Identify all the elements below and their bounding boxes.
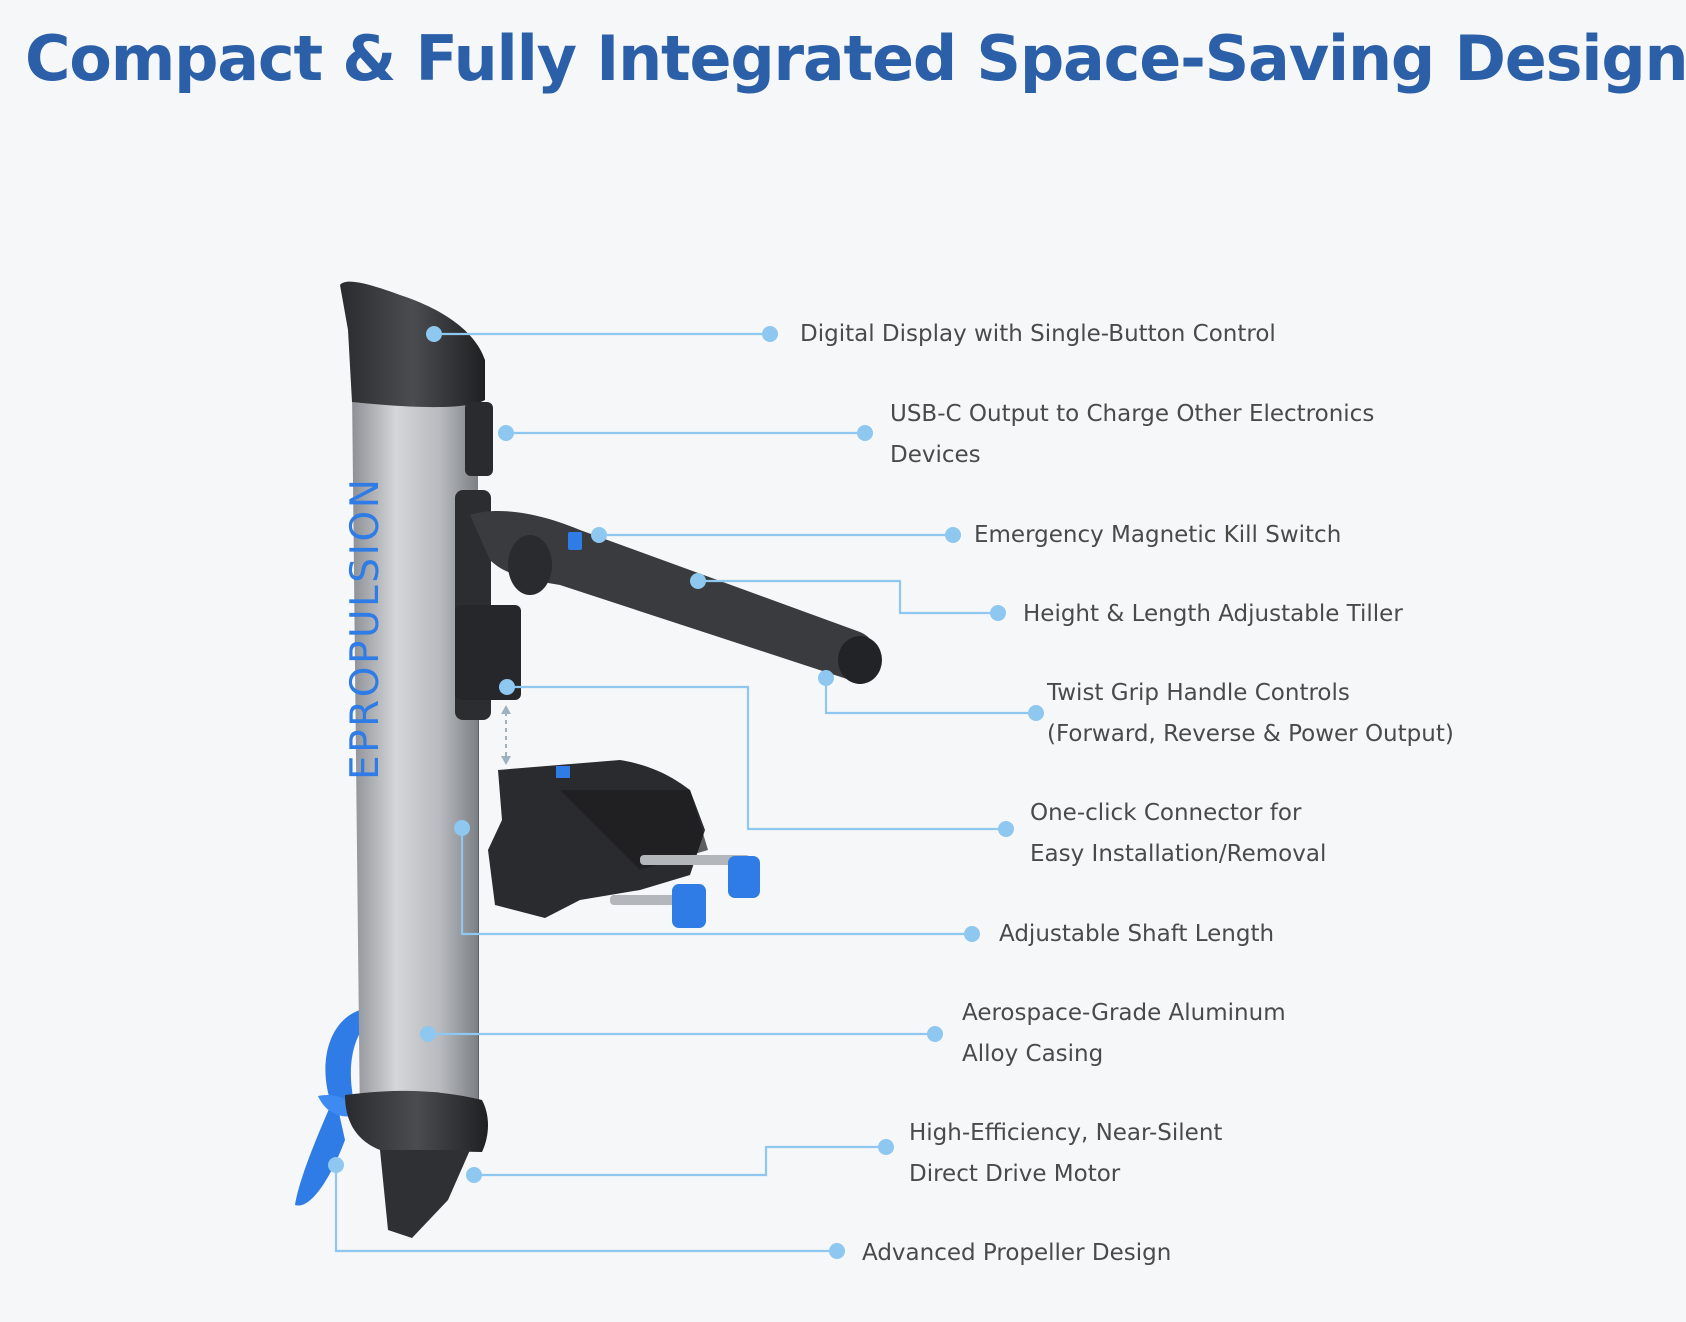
callout-line-twist-grip <box>824 678 1036 715</box>
callout-label-propeller: Advanced Propeller Design <box>862 1240 1172 1266</box>
callout-line-shaft <box>460 828 972 936</box>
callout-dot <box>829 1243 845 1259</box>
callout-dot <box>878 1139 894 1155</box>
callout-dot <box>945 527 961 543</box>
callout-label-kill-switch: Emergency Magnetic Kill Switch <box>974 522 1342 548</box>
callout-dot <box>818 670 834 686</box>
callout-dot <box>762 326 778 342</box>
callout-label-motor: High-Efficiency, Near-Silent Direct Driv… <box>909 1120 1223 1187</box>
callout-label-twist-grip: Twist Grip Handle Controls (Forward, Rev… <box>1047 680 1454 747</box>
callout-dot <box>927 1026 943 1042</box>
callout-line-propeller <box>334 1165 837 1253</box>
callout-dot <box>998 821 1014 837</box>
callout-dot <box>328 1157 344 1173</box>
aluminum-casing <box>352 390 478 1125</box>
callout-label-shaft: Adjustable Shaft Length <box>999 921 1275 947</box>
callout-line-motor <box>474 1145 886 1177</box>
clamp-knob-lower <box>672 884 706 928</box>
callout-dot <box>498 425 514 441</box>
callout-label-display: Digital Display with Single-Button Contr… <box>800 321 1276 347</box>
callout-label-connector: One-click Connector for Easy Installatio… <box>1030 800 1327 867</box>
callout-dot <box>690 573 706 589</box>
motor-housing <box>345 1090 488 1152</box>
callout-dot <box>964 926 980 942</box>
transom-clamp <box>488 760 760 928</box>
display-head <box>340 281 485 408</box>
connector-housing <box>455 605 521 700</box>
kill-switch-key <box>568 532 582 550</box>
twist-grip-end <box>838 636 882 684</box>
callout-dot <box>454 820 470 836</box>
callout-dot <box>426 326 442 342</box>
callout-label-casing: Aerospace-Grade Aluminum Alloy Casing <box>962 1000 1286 1067</box>
callout-dots <box>328 326 1044 1259</box>
page-title: Compact & Fully Integrated Space-Saving … <box>25 22 1686 95</box>
skeg <box>380 1150 470 1238</box>
callout-dot <box>466 1167 482 1183</box>
callout-dot <box>990 605 1006 621</box>
callout-dot <box>1028 705 1044 721</box>
usb-c-port-cover <box>465 402 493 476</box>
callout-label-usb-c: USB-C Output to Charge Other Electronics… <box>890 401 1375 468</box>
tiller-arm <box>470 510 879 680</box>
brand-logo: EPROPULSION <box>343 477 388 780</box>
callout-dot <box>499 679 515 695</box>
callout-dot <box>857 425 873 441</box>
callout-lines <box>334 332 1036 1253</box>
callout-dot <box>420 1026 436 1042</box>
callout-line-tiller <box>698 579 998 615</box>
callout-line-connector <box>507 685 1006 831</box>
clamp-knob-upper <box>728 856 760 898</box>
callout-label-tiller: Height & Length Adjustable Tiller <box>1023 601 1403 627</box>
callout-dot <box>591 527 607 543</box>
